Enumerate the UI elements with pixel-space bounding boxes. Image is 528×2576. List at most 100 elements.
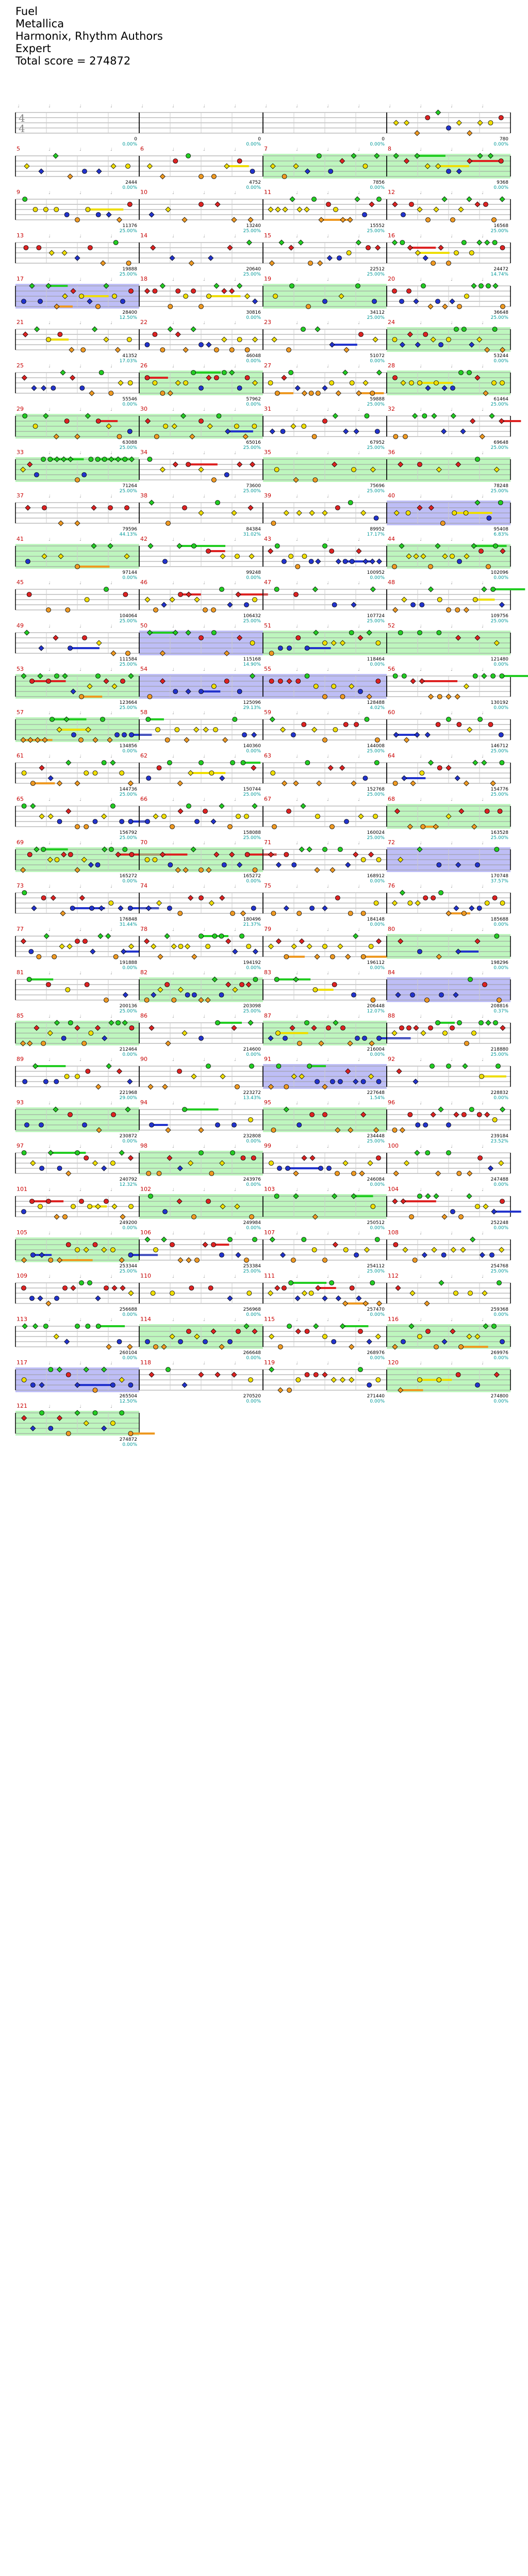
beat-label: ♩ <box>203 884 205 889</box>
note-gem <box>398 630 403 635</box>
note-gem <box>360 857 366 862</box>
note-gem <box>490 673 496 679</box>
beat-label: ♩ <box>172 190 174 195</box>
measure-number: 31 <box>264 406 271 412</box>
note-gem-hopo <box>102 846 108 852</box>
measure-number: 88 <box>388 1012 395 1019</box>
note-gem <box>274 1194 279 1199</box>
beat-label: ♩ <box>420 841 422 845</box>
note-gem-hopo <box>91 543 97 549</box>
note-gem-hopo <box>244 293 251 299</box>
measure-percent: 25.00% <box>491 402 509 407</box>
note-gem-hopo <box>69 347 75 353</box>
note-gem <box>43 1079 48 1084</box>
measure-number: 103 <box>264 1186 275 1193</box>
note-gem <box>477 1155 483 1161</box>
note-gem-hopo <box>159 283 166 289</box>
note-gem <box>417 630 422 635</box>
note-gem <box>407 1112 413 1117</box>
note-gem-hopo <box>53 433 59 440</box>
measure-score: 59888 <box>370 397 385 402</box>
note-gem <box>409 202 414 207</box>
measure-percent: 0.00% <box>246 1052 261 1057</box>
note-gem-hopo <box>415 342 421 348</box>
sustain-tail <box>309 1065 326 1067</box>
note-gem-hopo <box>467 158 473 164</box>
note-gem-hopo <box>206 375 212 381</box>
measure-score: 69648 <box>493 440 508 445</box>
note-gem-hopo <box>119 1257 125 1263</box>
note-gem-hopo <box>407 245 413 251</box>
beat-label: ♩ <box>172 234 174 238</box>
note-gem-hopo <box>251 765 257 771</box>
note-gem <box>337 255 342 261</box>
beat-label: ♩ <box>389 1144 391 1149</box>
note-gem-hopo <box>89 390 95 396</box>
note-gem-hopo <box>400 1198 406 1204</box>
note-gem-hopo <box>252 803 258 809</box>
note-gem-hopo <box>240 910 246 916</box>
note-gem-hopo <box>106 1063 112 1069</box>
note-gem-hopo <box>376 558 382 565</box>
measure-score: 51072 <box>370 353 385 359</box>
note-gem-hopo <box>472 760 478 766</box>
measure-percent: 25.00% <box>367 229 385 234</box>
sustain-tail <box>501 420 521 422</box>
note-gem <box>288 1280 294 1285</box>
beat-label: ♩ <box>203 841 205 845</box>
beat-label: ♩ <box>482 797 484 802</box>
sustain-tail <box>208 295 241 297</box>
note-gem <box>242 732 247 737</box>
measure-number: 36 <box>388 449 395 456</box>
note-gem-hopo <box>463 607 470 613</box>
beat-label: ♩ <box>234 104 236 108</box>
note-gem-hopo <box>481 760 487 766</box>
note-gem-hopo <box>433 206 439 213</box>
note-gem-hopo <box>329 867 336 873</box>
beat-label: ♩ <box>110 1144 112 1149</box>
beat-label: ♩ <box>172 1057 174 1062</box>
note-gem-hopo <box>368 1073 374 1080</box>
measure-percent: 0.00% <box>370 1356 385 1361</box>
measure-score: 154776 <box>491 787 509 792</box>
note-gem <box>269 679 274 684</box>
note-gem-hopo <box>368 851 374 858</box>
note-gem <box>291 1258 296 1263</box>
note-gem <box>167 760 172 765</box>
note-gem-hopo <box>435 543 441 549</box>
note-gem-hopo <box>291 1073 297 1080</box>
sustain-tail <box>98 420 118 422</box>
note-gem <box>392 673 398 679</box>
beat-label: ♩ <box>420 147 422 152</box>
note-gem-hopo <box>469 905 475 911</box>
beat-label: ♩ <box>420 320 422 325</box>
note-gem-hopo <box>462 1063 468 1069</box>
note-gem-hopo <box>293 976 299 983</box>
note-gem-hopo <box>395 992 401 998</box>
beat-label: ♩ <box>389 407 391 412</box>
beat-label: ♩ <box>48 1057 51 1062</box>
measure-percent: 25.00% <box>491 315 509 320</box>
beat-label: ♩ <box>172 581 174 585</box>
sustain-tail <box>502 675 528 677</box>
note-gem-hopo <box>177 808 184 814</box>
beat-label: ♩ <box>18 277 20 282</box>
beat-label: ♩ <box>203 234 205 238</box>
note-gem-hopo <box>293 477 299 483</box>
note-gem <box>51 385 56 391</box>
note-gem-hopo <box>56 727 62 733</box>
measure-number: 114 <box>140 1316 151 1323</box>
sustain-tail <box>213 1244 229 1246</box>
measure-score: 191888 <box>120 960 138 965</box>
beat-label: ♩ <box>420 234 422 238</box>
note-gem-hopo <box>412 1078 419 1085</box>
note-gem-hopo <box>277 1387 284 1393</box>
beat-label: ♩ <box>141 1187 143 1192</box>
measure-number: 23 <box>264 319 271 326</box>
measure-score: 95408 <box>493 527 508 532</box>
beat-label: ♩ <box>358 971 360 975</box>
note-gem <box>194 819 200 824</box>
note-gem-hopo <box>340 217 346 223</box>
measure-percent: 14.74% <box>491 272 509 277</box>
note-gem <box>329 380 335 385</box>
